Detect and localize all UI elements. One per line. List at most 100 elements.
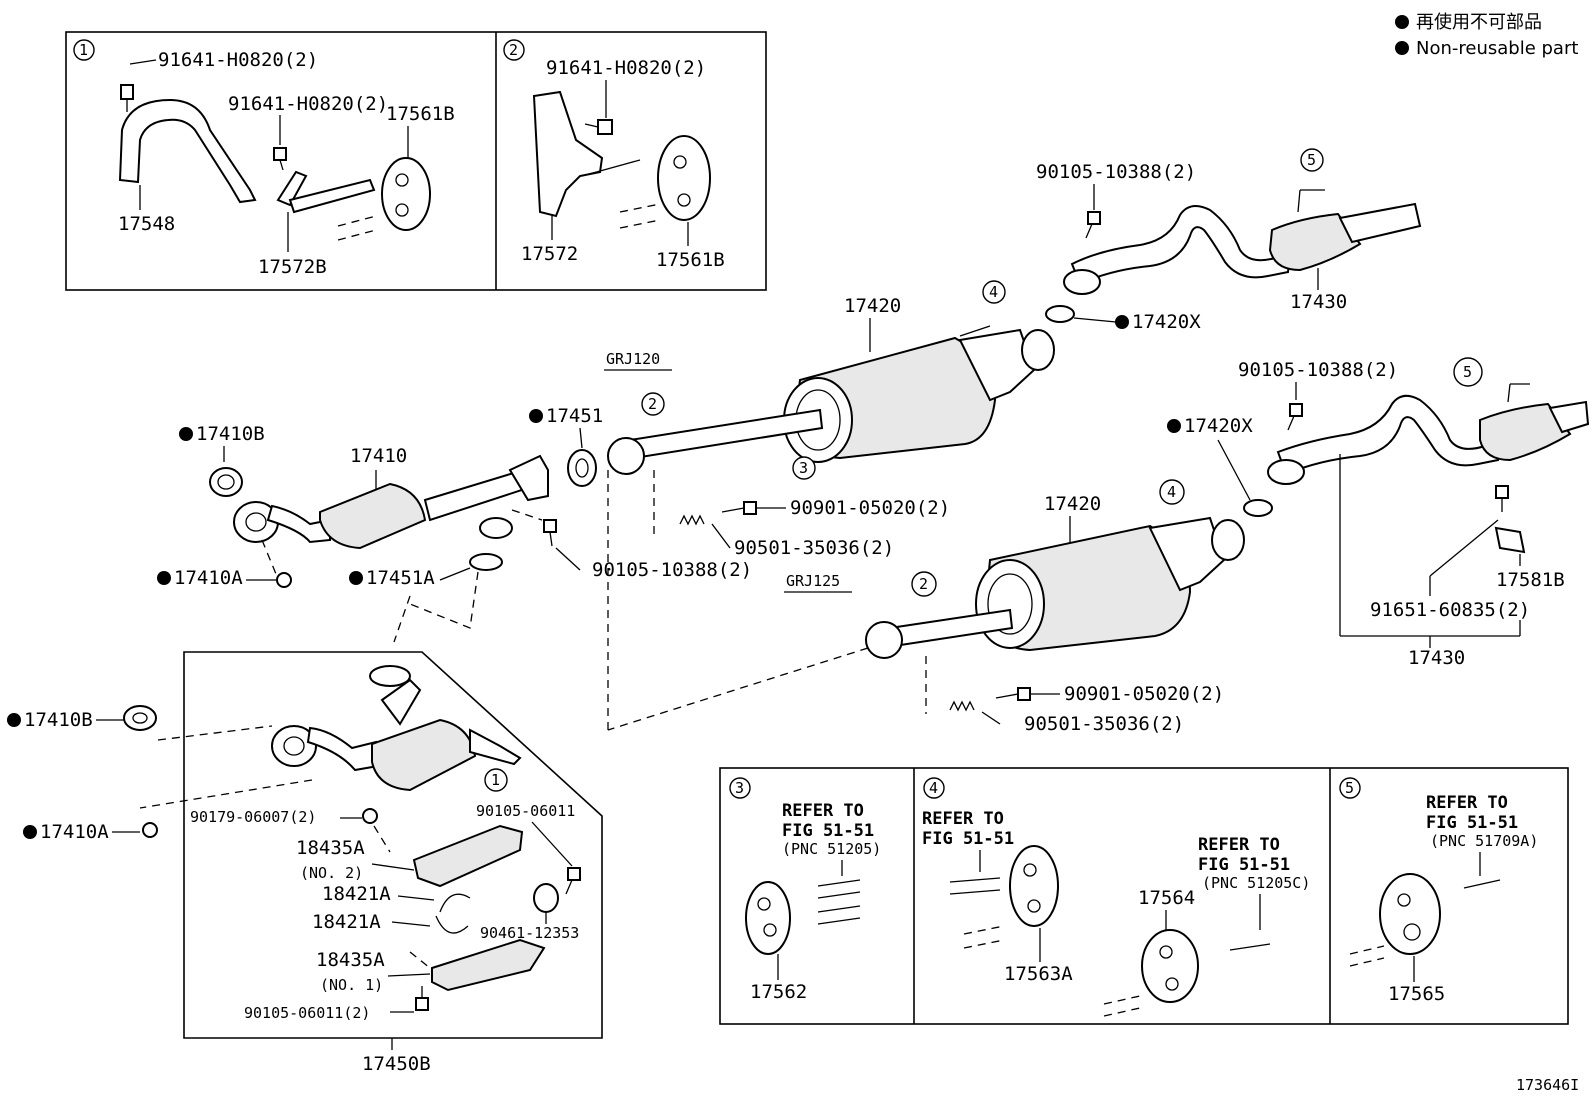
flange-icon [865,621,903,659]
flange-icon [1211,519,1245,561]
tail-pipe-top-label: 17430 [1290,291,1347,313]
inset4-ref-a-line1: REFER TO [922,809,1004,829]
inset4-ref-b-line3: (PNC 51205C) [1202,874,1310,892]
gasket-17451-icon [567,449,597,487]
bolt-icon [995,687,1031,701]
tail-pipe-right-label: 17430 [1408,647,1465,669]
model-grj120: GRJ120 [606,350,660,368]
gasket-17420x-top-label: 17420X [1132,311,1201,333]
callout-4-icon [1159,479,1185,505]
bolt-icon [1495,485,1509,512]
hanger-rubber-17561b-icon [381,157,431,231]
tail-pipe-tube [1070,205,1292,286]
callout-3-number: 3 [735,779,744,797]
tail-tip [1548,400,1590,434]
inset4-part-a-label: 17563A [1004,963,1073,985]
legend: 再使用不可部品 Non-reusable part [1395,12,1578,59]
gasket-17451-label: 17451 [546,405,603,427]
non-reusable-dot-icon [7,713,21,727]
sensor-label: 17581B [1496,569,1565,591]
inset5-ref-line1: REFER TO [1426,793,1508,813]
tail-bolt-right-label: 90105-10388(2) [1238,359,1398,381]
bolt-90105-06011-2-label: 90105-06011(2) [244,1004,370,1022]
bolt-icon [415,986,429,1011]
front-pipe: 17410B 17410 17410A 17451A 90105-10388(2… [157,423,752,643]
bolt-icon [543,519,557,547]
non-reusable-dot-icon [1395,41,1409,55]
cat-assy-frame [183,651,603,1039]
callout-1-number: 1 [491,771,500,789]
nut-90179-icon [362,808,378,824]
bolt-90901-bottom-label: 90901-05020(2) [1064,683,1224,705]
inset4-ref-a-line2: FIG 51-51 [922,829,1014,849]
figure-id: 173646I [1516,1076,1579,1094]
non-reusable-dot-icon [529,409,543,423]
hanger-rubber-17562-icon [745,881,791,955]
gasket-17410b-top-label: 17410B [196,423,265,445]
hanger-rubber-17561b-icon [657,135,711,221]
insulator-no2-label: 18435A [296,837,365,859]
nut-17410a-label: 17410A [40,821,109,843]
callout-4-icon [923,777,945,799]
bolt-icon [565,867,581,895]
bolt-icon [721,501,757,515]
inset-3-4-5-frame [719,767,1569,1025]
inset4-ref-b-line2: FIG 51-51 [1198,855,1290,875]
spring-90501-top-label: 90501-35036(2) [734,537,894,559]
callout-5-icon [1300,148,1324,172]
model-grj125: GRJ125 [786,572,840,590]
insulator-no1-sub: (NO. 1) [320,976,383,994]
tail-tip [1338,202,1422,244]
inset3-ref-line2: FIG 51-51 [782,821,874,841]
inset4-part-b-label: 17564 [1138,887,1195,909]
cat-assy-label: 17450B [362,1053,431,1075]
nut-17410a-icon [142,822,158,838]
spring-icon [949,700,975,712]
non-reusable-dot-icon [23,825,37,839]
flange-icon [1021,329,1055,371]
callout-2-icon [911,571,937,597]
bolt-90901-top-label: 90901-05020(2) [790,497,950,519]
sub-muffler [1268,212,1362,272]
non-reusable-dot-icon [179,427,193,441]
callout-5-number: 5 [1345,779,1354,797]
bolt-91651-label: 91651-60835(2) [1370,599,1530,621]
callout-1-icon [484,768,508,792]
inset3-ref-line1: REFER TO [782,801,864,821]
flange-icon [1267,459,1305,485]
inset2-bracket-label: 17572 [521,243,578,265]
clamp-b-label: 18421A [312,911,381,933]
spring-90501-bottom-label: 90501-35036(2) [1024,713,1184,735]
callout-4-number: 4 [929,779,938,797]
gasket-17420x-icon [1045,305,1075,323]
non-reusable-dot-icon [157,571,171,585]
bolt-icon [273,147,287,171]
insulator-no2-sub: (NO. 2) [300,864,363,882]
tail-pipe-top: 5 90105-10388(2) 17430 17420X [1036,148,1422,333]
inset2-hanger-rubber-label: 17561B [656,249,725,271]
non-reusable-dot-icon [1395,15,1409,29]
inset1-bolt-a-label: 91641-H0820(2) [158,49,318,71]
callout-4-number: 4 [1167,483,1176,501]
inset5-part-label: 17565 [1388,983,1445,1005]
non-reusable-dot-icon [1167,419,1181,433]
gasket-17420x-icon [1243,499,1273,517]
callout-4-icon [982,280,1006,304]
inset-1-2-frame [65,31,767,291]
inset5-ref-line2: FIG 51-51 [1426,813,1518,833]
front-pipe-label: 17410 [350,445,407,467]
inset4-ref-b-line1: REFER TO [1198,835,1280,855]
muffler-top: 17420 4 GRJ120 2 3 17451 90901-05020(2) [529,280,1055,559]
tail-pipe-tube [1276,394,1502,476]
sensor-17581b-icon [1494,526,1526,554]
inset3-ref-line3: (PNC 51205) [782,840,881,858]
inset2-bolt-label: 91641-H0820(2) [546,57,706,79]
inset1-bracket-b-label: 17572B [258,256,327,278]
heat-insulator-no1 [431,938,546,992]
inset1-bracket-label: 17548 [118,213,175,235]
muffler-top-label: 17420 [844,295,901,317]
hanger-bracket-17548 [118,98,257,204]
clamp-90461-icon [533,883,559,913]
flange-icon [369,665,411,687]
tail-bolt-top-label: 90105-10388(2) [1036,161,1196,183]
